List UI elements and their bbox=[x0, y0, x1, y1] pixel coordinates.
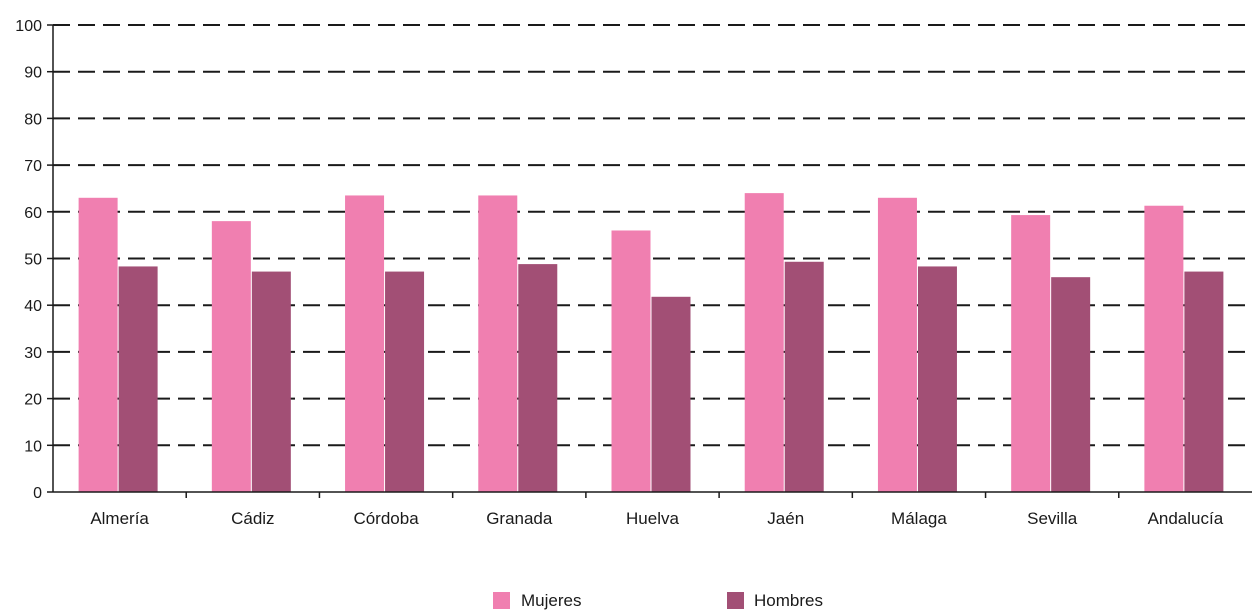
bar-hombres-2 bbox=[385, 271, 425, 492]
x-tick-label: Cádiz bbox=[231, 509, 274, 528]
x-tick-label: Córdoba bbox=[353, 509, 419, 528]
y-tick-label: 30 bbox=[24, 345, 42, 362]
bar-hombres-8 bbox=[1184, 271, 1224, 492]
bar-hombres-3 bbox=[518, 264, 558, 492]
x-tick-label: Jaén bbox=[767, 509, 804, 528]
x-ticks: Almería Cádiz Córdoba Granada Huelva Jaén Mála… bbox=[90, 492, 1224, 528]
y-tick-label: 50 bbox=[24, 252, 42, 269]
bar-mujeres-2 bbox=[345, 195, 385, 492]
x-tick-label: Sevilla bbox=[1027, 509, 1078, 528]
bar-mujeres-1 bbox=[211, 221, 251, 492]
bar-mujeres-4 bbox=[611, 230, 651, 493]
legend-swatch-hombres bbox=[727, 592, 744, 609]
bar-hombres-4 bbox=[651, 296, 691, 492]
x-tick-label: Huelva bbox=[626, 509, 679, 528]
y-tick-label: 60 bbox=[24, 205, 42, 222]
legend: Mujeres Hombres bbox=[493, 591, 823, 610]
x-tick-label: Málaga bbox=[891, 509, 947, 528]
x-tick-label: Almería bbox=[90, 509, 149, 528]
y-tick-label: 70 bbox=[24, 158, 42, 175]
y-tick-label: 80 bbox=[24, 111, 42, 128]
y-tick-label: 0 bbox=[33, 485, 42, 502]
y-tick-label: 90 bbox=[24, 65, 42, 82]
bar-hombres-1 bbox=[251, 271, 291, 492]
bar-mujeres-0 bbox=[78, 197, 118, 493]
bar-mujeres-5 bbox=[744, 193, 784, 492]
bar-mujeres-3 bbox=[478, 195, 518, 492]
bar-hombres-6 bbox=[917, 266, 957, 492]
bar-hombres-0 bbox=[118, 266, 158, 492]
bar-hombres-5 bbox=[784, 261, 824, 492]
y-ticks: 0 10 20 30 40 50 60 70 80 90 100 bbox=[15, 18, 53, 502]
legend-label-mujeres: Mujeres bbox=[521, 591, 581, 610]
x-tick-label: Granada bbox=[486, 509, 553, 528]
bars bbox=[78, 193, 1224, 493]
y-tick-label: 100 bbox=[15, 18, 42, 35]
y-tick-label: 10 bbox=[24, 438, 42, 455]
x-tick-label: Andalucía bbox=[1148, 509, 1224, 528]
legend-swatch-mujeres bbox=[493, 592, 510, 609]
y-tick-label: 20 bbox=[24, 392, 42, 409]
bar-mujeres-7 bbox=[1011, 215, 1051, 492]
bar-mujeres-6 bbox=[877, 197, 917, 493]
y-tick-label: 40 bbox=[24, 298, 42, 315]
legend-label-hombres: Hombres bbox=[754, 591, 823, 610]
bar-mujeres-8 bbox=[1144, 205, 1184, 492]
bar-hombres-7 bbox=[1051, 277, 1091, 492]
